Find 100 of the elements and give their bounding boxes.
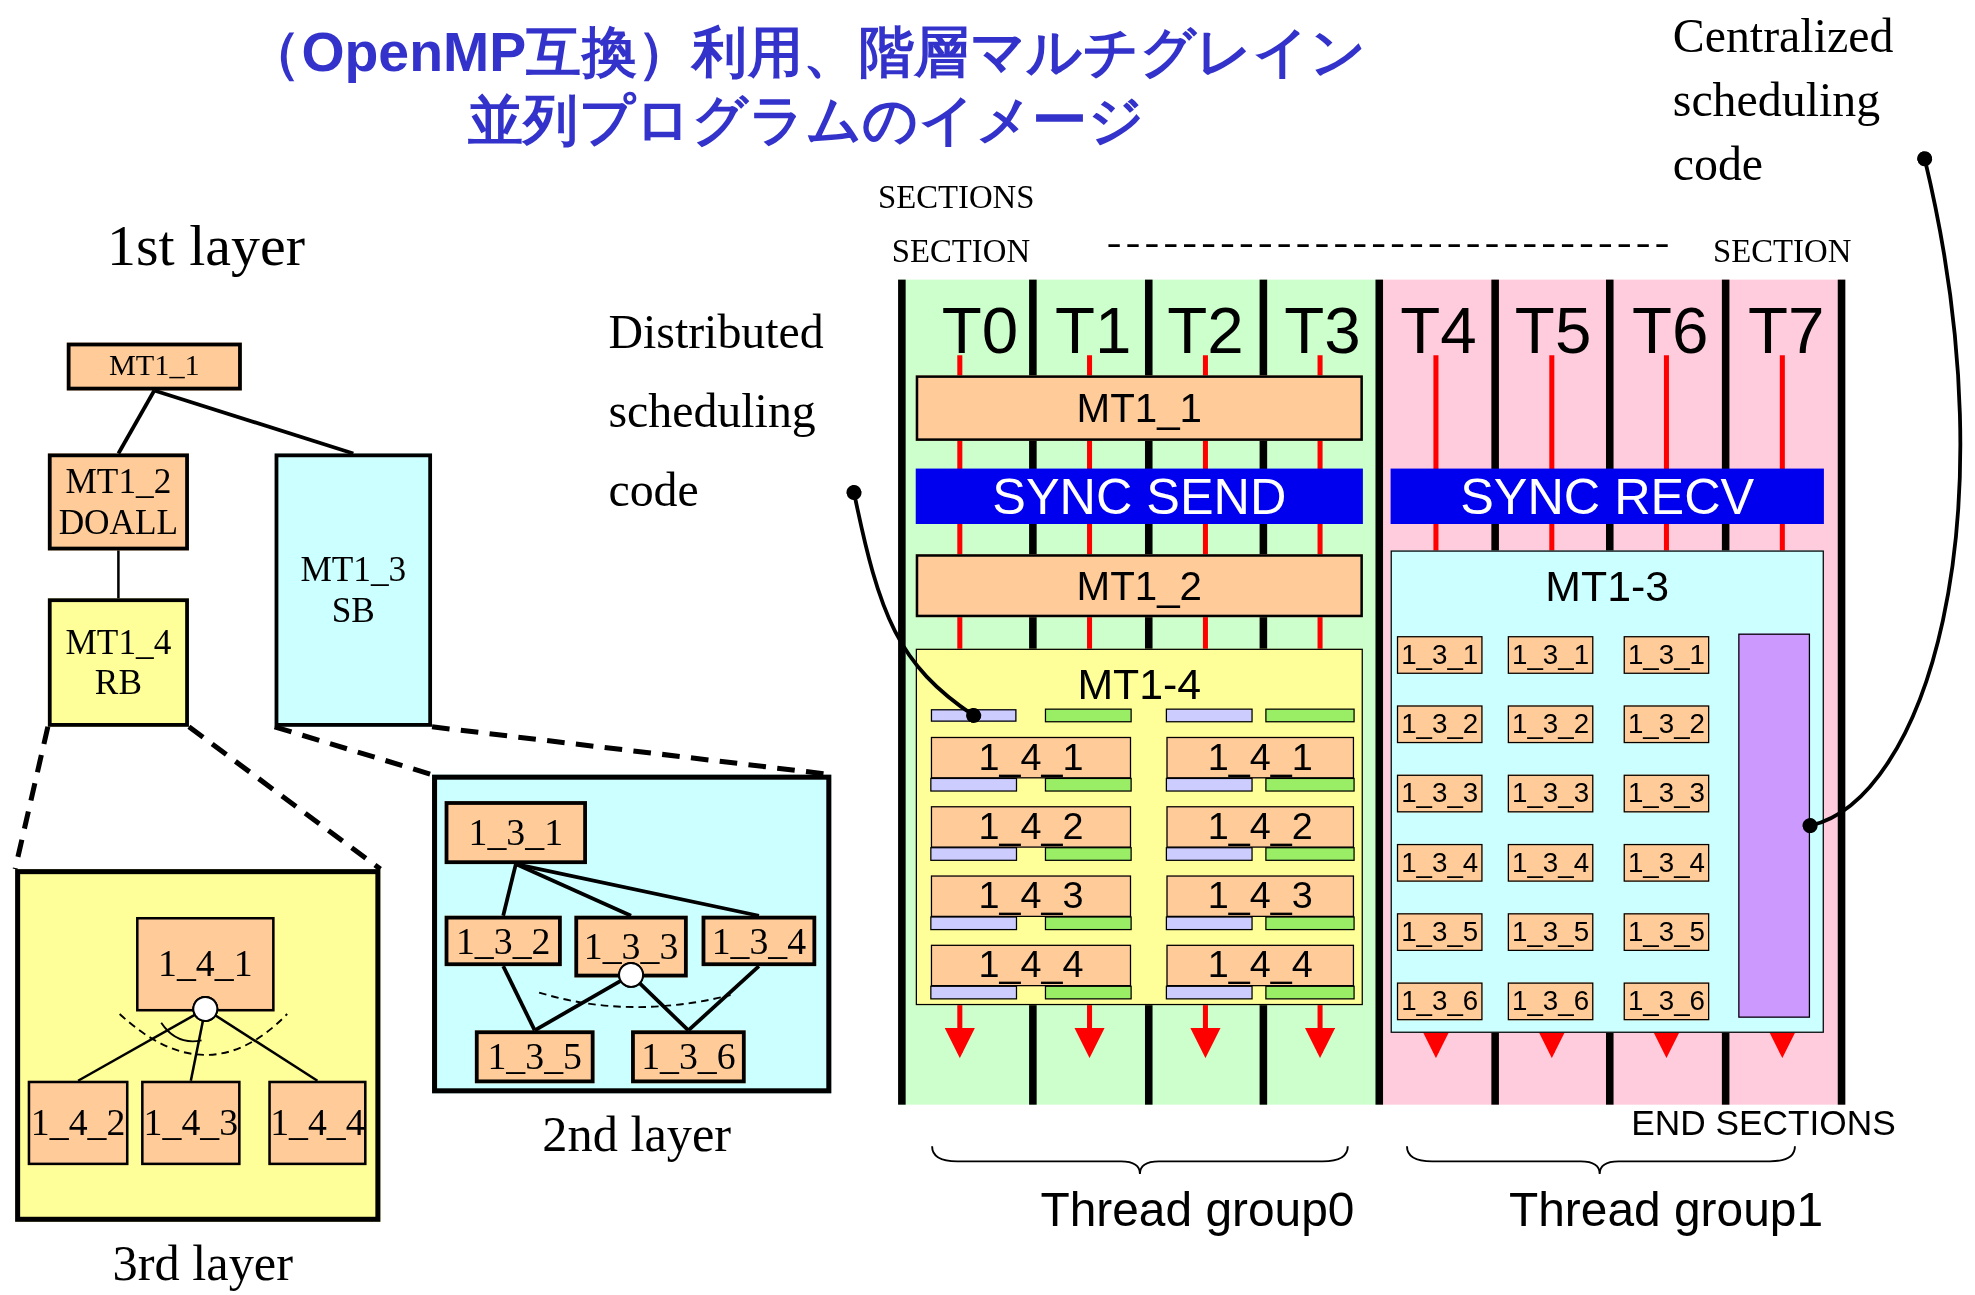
task-box [1166,944,1355,987]
task-label: 1_3_3 [1512,777,1590,810]
task-label: 1_3_4 [1512,846,1590,879]
task-label: 1_3_2 [1512,708,1590,741]
connector-line [501,863,518,917]
task-label: 1_3_4 [1401,846,1479,879]
task-box [930,806,1132,848]
thread-label: T4 [1400,294,1477,367]
task-label: MT1_2 [1076,562,1203,609]
task-label: 1_3_1 [1627,639,1705,671]
task-label: 1_3_2 [1627,708,1705,741]
task-box [444,915,562,967]
task-box [47,598,189,727]
group-label: Thread group0 [1040,1184,1355,1237]
layer-caption: 3rd layer [111,1234,294,1293]
connector-line [618,962,690,1032]
task-box [1166,875,1355,917]
task-label: 1_3_1 [1512,639,1590,671]
task-box [915,375,1363,441]
task-label: 1_4_2 [30,1101,126,1145]
task-label: MT1_3 SB [300,549,407,631]
task-label: 1_3_5 [1401,916,1479,949]
sync-bar [915,468,1363,524]
expansion-line [12,724,383,872]
annotation-text: Distributed scheduling code [608,292,854,531]
connector-line [515,862,760,918]
task-label: 1_4_1 [978,735,1084,780]
task-box [136,917,275,1012]
task-label: 1_3_1 [468,810,564,855]
connector-line [192,996,319,1082]
task-box [474,1030,595,1084]
task-label: 1_3_1 [1401,639,1479,671]
block-title: MT1-3 [1544,561,1671,611]
thread-label: T1 [1055,294,1132,367]
task-box [141,1080,241,1166]
task-box [930,944,1132,987]
layer-caption: 1st layer [107,214,305,278]
task-label: 1_3_2 [456,919,551,963]
task-label: 1_4_2 [1207,805,1313,849]
task-label: 1_3_3 [1627,777,1705,810]
group-label: Thread group1 [1509,1184,1823,1237]
sync-bar [1390,468,1824,524]
task-label: 1_3_3 [1401,777,1479,810]
task-label: MT1_2 DOALL [57,461,180,543]
connector-line [116,389,156,455]
task-label: MT1_1 [108,349,200,384]
task-label: 1_3_2 [1401,708,1479,741]
task-box [930,736,1132,779]
connector-line [501,965,537,1032]
section-label: SECTION [891,234,1031,271]
thread-label: T6 [1632,294,1709,367]
block-title: MT1-4 [1076,660,1203,710]
thread-label: T7 [1747,294,1825,367]
task-box [631,1030,746,1084]
task-box [66,342,242,391]
annotation-text: Centralized scheduling code [1672,3,1925,197]
section-label: SECTIONS [877,180,1035,217]
task-box [268,1080,367,1166]
task-label: 1_3_6 [1401,985,1479,1018]
task-label: 1_3_3 [583,924,679,969]
thread-label: T5 [1514,294,1592,367]
sync-label: SYNC RECV [1460,467,1755,526]
task-label: 1_3_5 [1512,916,1590,949]
task-label: 1_3_4 [711,919,807,963]
block-panel [1390,550,1824,1033]
task-label: 1_4_3 [143,1101,239,1145]
task-box [444,801,587,865]
task-label: 1_4_4 [270,1101,365,1145]
task-box [27,1080,129,1166]
sync-label: SYNC SEND [992,467,1287,526]
task-label: 1_4_3 [1207,874,1313,918]
task-label: 1_4_1 [1207,735,1313,780]
task-box [915,554,1363,618]
task-box [701,915,817,967]
task-box [1166,806,1355,848]
task-box [1166,736,1355,779]
task-label: 1_4_1 [158,942,253,986]
task-label: 1_3_6 [641,1035,736,1079]
task-label: 1_4_4 [1207,943,1313,988]
leader-line [1802,151,1962,834]
layer-caption: 2nd layer [541,1105,733,1164]
connector-line [687,964,761,1032]
task-box [930,875,1132,917]
task-label: 1_3_4 [1627,846,1705,879]
task-label: 1_4_2 [978,805,1084,849]
thread-label: T3 [1284,294,1361,367]
task-box [574,915,688,978]
section-label: END SECTIONS [1631,1104,1896,1144]
task-label: MT1_4 RB [65,622,172,704]
task-label: MT1_1 [1076,384,1203,432]
connector-line [117,550,120,599]
task-label: 1_4_3 [978,874,1084,918]
task-box [274,453,433,727]
task-label: 1_4_4 [978,943,1084,988]
task-box [47,453,189,551]
task-label: 1_3_5 [1627,916,1705,949]
thread-label: T0 [941,294,1019,367]
task-label: 1_3_6 [1512,985,1590,1018]
connector-line [153,388,354,456]
title: （OpenMP互換）利用、階層マルチグレイン並列プログラムのイメージ [244,19,1368,152]
